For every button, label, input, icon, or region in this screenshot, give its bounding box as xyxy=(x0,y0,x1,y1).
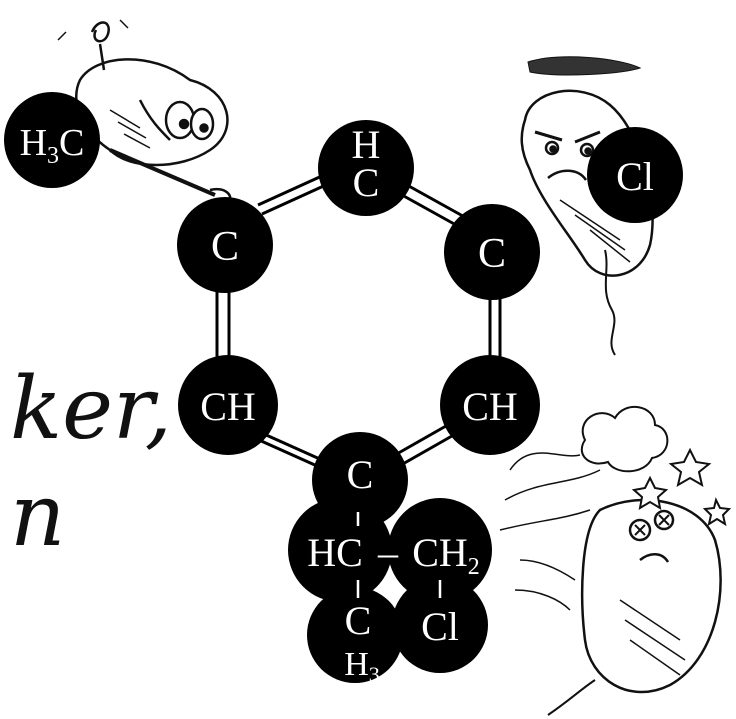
atom-labels: H3C H C C C Cl CH CH C HC – CH2 C H3 Cl xyxy=(20,122,654,687)
atom-cl-low xyxy=(392,577,488,673)
atom-h3c xyxy=(4,92,100,188)
label-dash: – xyxy=(377,530,399,575)
label-cl-right: Cl xyxy=(616,154,654,199)
label-h3c: H3C xyxy=(20,122,85,169)
atom-right-ch xyxy=(440,355,540,455)
label-hc: HC xyxy=(307,530,363,575)
label-ch2: CH2 xyxy=(412,530,480,580)
atom-left-c xyxy=(177,197,273,293)
label-right-ch: CH xyxy=(462,384,518,429)
label-c-low: C xyxy=(345,598,372,643)
atom-ch2 xyxy=(388,498,492,602)
substituent-bonds xyxy=(356,512,442,598)
atoms xyxy=(4,92,683,683)
atom-cl-right xyxy=(587,127,683,223)
label-h3-low: H3 xyxy=(344,646,380,687)
label-top-c: C xyxy=(353,160,380,205)
atom-right-c xyxy=(444,204,540,300)
label-bottom-c: C xyxy=(347,452,374,497)
atom-top-hc xyxy=(318,120,414,216)
label-left-c: C xyxy=(211,224,239,270)
label-right-c: C xyxy=(478,231,506,277)
star-icon xyxy=(631,447,732,527)
partial-text-line1: ker, xyxy=(10,359,172,459)
atom-c-low xyxy=(307,587,403,683)
label-cl-low: Cl xyxy=(421,604,459,649)
atom-hc xyxy=(288,498,392,602)
atom-left-ch xyxy=(178,355,278,455)
cartoon-character-left xyxy=(57,19,232,205)
label-left-ch: CH xyxy=(200,384,256,429)
partial-text-line2: n xyxy=(10,466,65,566)
cartoon-character-bottom xyxy=(547,498,722,716)
label-top-h: H xyxy=(352,122,381,167)
dust-cloud-icon xyxy=(499,405,669,611)
